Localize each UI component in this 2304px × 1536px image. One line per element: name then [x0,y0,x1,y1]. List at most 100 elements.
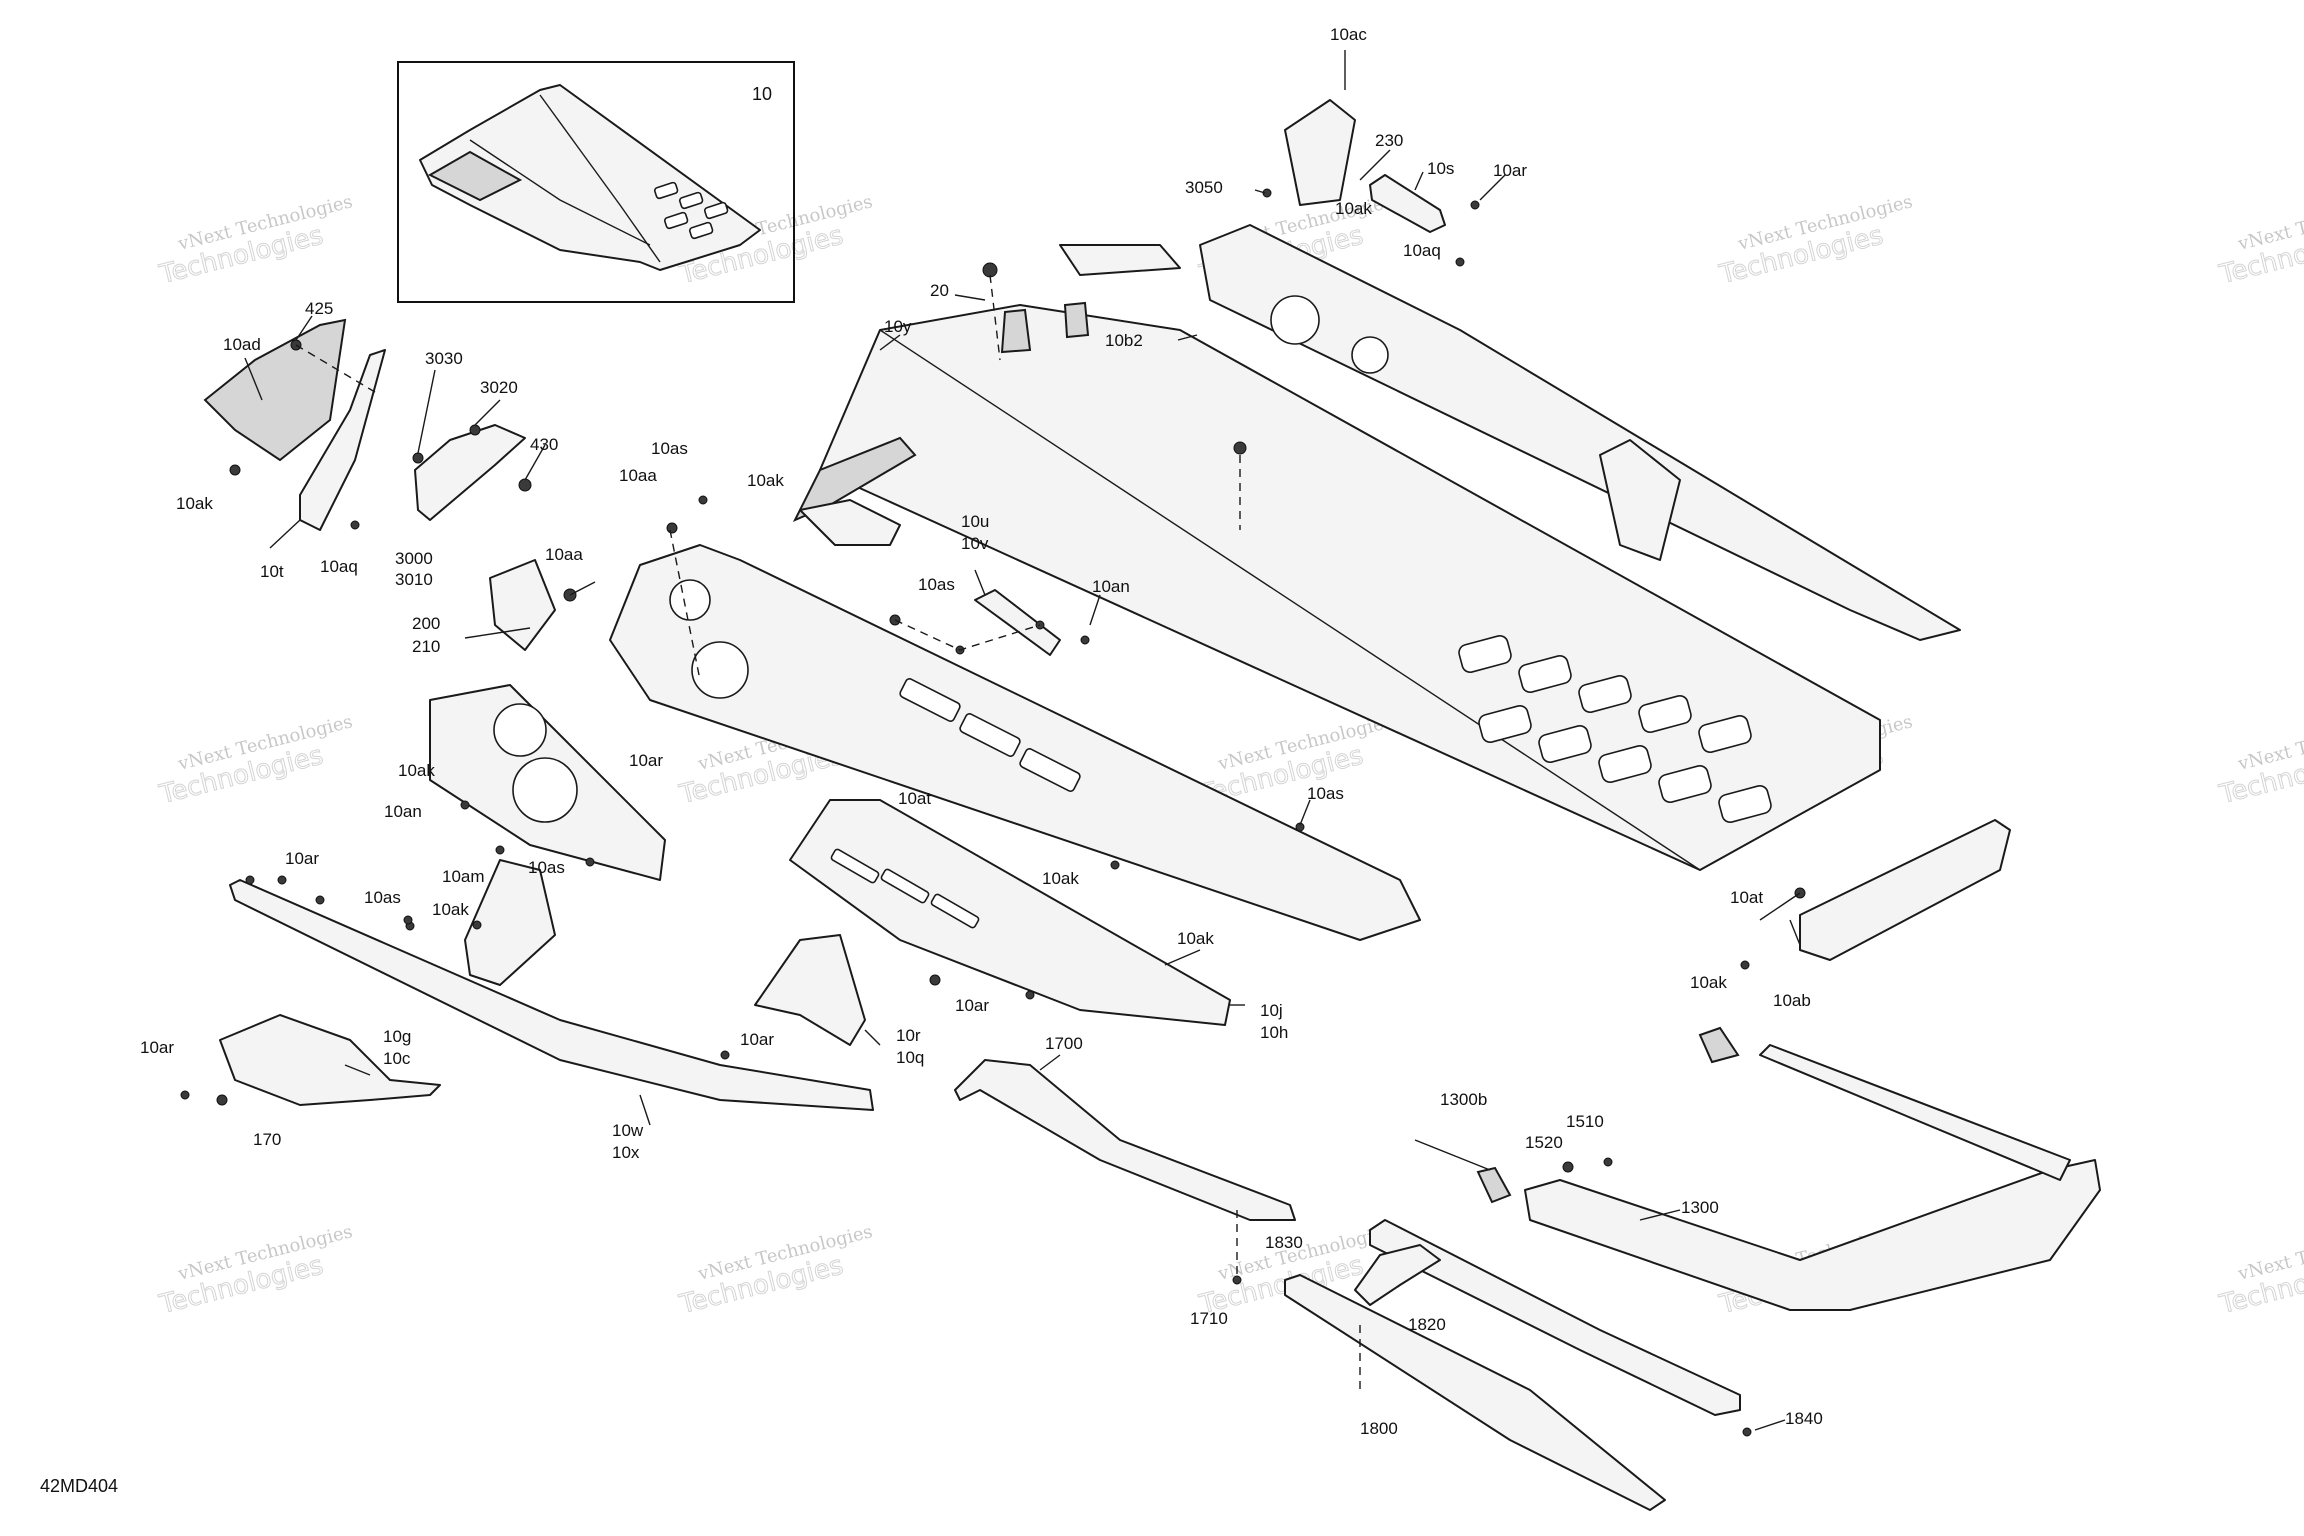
part-1300b-cap [1476,1166,1512,1204]
fastener [229,464,241,476]
callout-label: 10x [612,1143,640,1162]
callout-label: 10an [384,802,422,821]
inset-frame [397,61,795,303]
callout-label: 3050 [1185,178,1223,197]
tunnel-10y [792,301,1881,871]
callout-label: 1710 [1190,1309,1228,1328]
callout-label: 10ar [629,751,663,770]
left-footrest-support [203,318,526,531]
callout-label: 10q [896,1048,924,1067]
callout-label: 10y [884,317,912,336]
fastener [315,895,325,905]
callout-label: 10ad [223,335,261,354]
callout-label: 10ac [1330,25,1367,44]
callout-label: 10ak [398,761,435,780]
callout-label: 1300b [1440,1090,1487,1109]
callout-label: 10at [1730,888,1763,907]
callout-label: 10ak [1335,199,1372,218]
part-10r-bracket [754,934,866,1046]
callout-label: 1510 [1566,1112,1604,1131]
callout-label: 10aa [545,545,583,564]
fastener [666,522,678,534]
fastener [1080,635,1090,645]
inset-label: 10 [752,84,772,104]
callout-label: 10ab [1773,991,1811,1010]
fastener [1742,1427,1752,1437]
callout-label: 10ak [1177,929,1214,948]
callout-label: 10b2 [1105,331,1143,350]
fastener [1603,1157,1613,1167]
part-1800-rail [1284,1274,1666,1511]
callout-label: 10as [918,575,955,594]
part-1830-rail [1369,1219,1741,1416]
part-1820-bracket [1354,1244,1441,1306]
fastener [1110,860,1120,870]
tunnel-filler-neck [1000,308,1032,354]
fastener [1740,960,1750,970]
callout-label: 10an [1092,577,1130,596]
callout-label: 10j [1260,1001,1283,1020]
callout-label: 20 [930,281,949,300]
part-10ab-rear-bracket [1799,819,2011,961]
callout-label: 170 [253,1130,281,1149]
fastener [216,1094,228,1106]
part-3000-bracket [414,424,526,521]
lower-center-frame [789,799,1231,1026]
callout-label: 1830 [1265,1233,1303,1252]
left-side-rail [609,499,1421,941]
callout-label: 10aq [1403,241,1441,260]
fastener [277,875,287,885]
part-1700-rail [954,1059,1296,1221]
running-board-10w [229,879,874,1111]
callout-label: 10ak [1690,973,1727,992]
right-rail-body [1199,224,1961,641]
right-side-rail [1059,99,1961,641]
callout-label: 10at [898,789,931,808]
callout-label: 10as [364,888,401,907]
callout-label: 425 [305,299,333,318]
callout-label: 1520 [1525,1133,1563,1152]
callout-label: 10r [896,1026,921,1045]
callout-label: 10am [442,867,485,886]
callout-label: 10w [612,1121,644,1140]
callout-label: 10ak [176,494,213,513]
part-10ac-bracket [1284,99,1356,206]
callout-label: 10as [1307,784,1344,803]
callout-label: 200 [412,614,440,633]
fastener [518,478,532,492]
fastener [929,974,941,986]
fastener [720,1050,730,1060]
callout-label: 10ar [140,1038,174,1057]
callout-label: 10ak [1042,869,1079,888]
callout-label: 1840 [1785,1409,1823,1428]
fastener [495,845,505,855]
inset-tunnel-cutouts [653,181,729,240]
fastener [350,520,360,530]
callout-label: 10s [1427,159,1454,178]
callout-label: 10u [961,512,989,531]
fastener [585,857,595,867]
fastener [1562,1161,1574,1173]
callout-label: 430 [530,435,558,454]
fastener [472,920,482,930]
callout-label: 10t [260,562,284,581]
fastener [1233,441,1247,455]
callout-label: 3020 [480,378,518,397]
reference-code: 42MD404 [40,1476,118,1496]
callout-label: 10ak [747,471,784,490]
fastener [403,915,413,925]
fastener [1455,257,1465,267]
part-1300-bumper [1524,1159,2101,1311]
part-10j-frame [789,799,1231,1026]
fastener [1470,200,1480,210]
callout-label: 1300 [1681,1198,1719,1217]
callout-label: 3030 [425,349,463,368]
part-10g-plate [219,1014,441,1106]
fastener [180,1090,190,1100]
front-bulkhead-plate [429,684,666,881]
callout-label: 1820 [1408,1315,1446,1334]
callout-label: 10aa [619,466,657,485]
callout-labels: 10ac 230 10s 10ar 3050 10ak 10aq 20 10b2… [140,25,1823,1438]
tunnel-vent-tube [1063,301,1090,339]
